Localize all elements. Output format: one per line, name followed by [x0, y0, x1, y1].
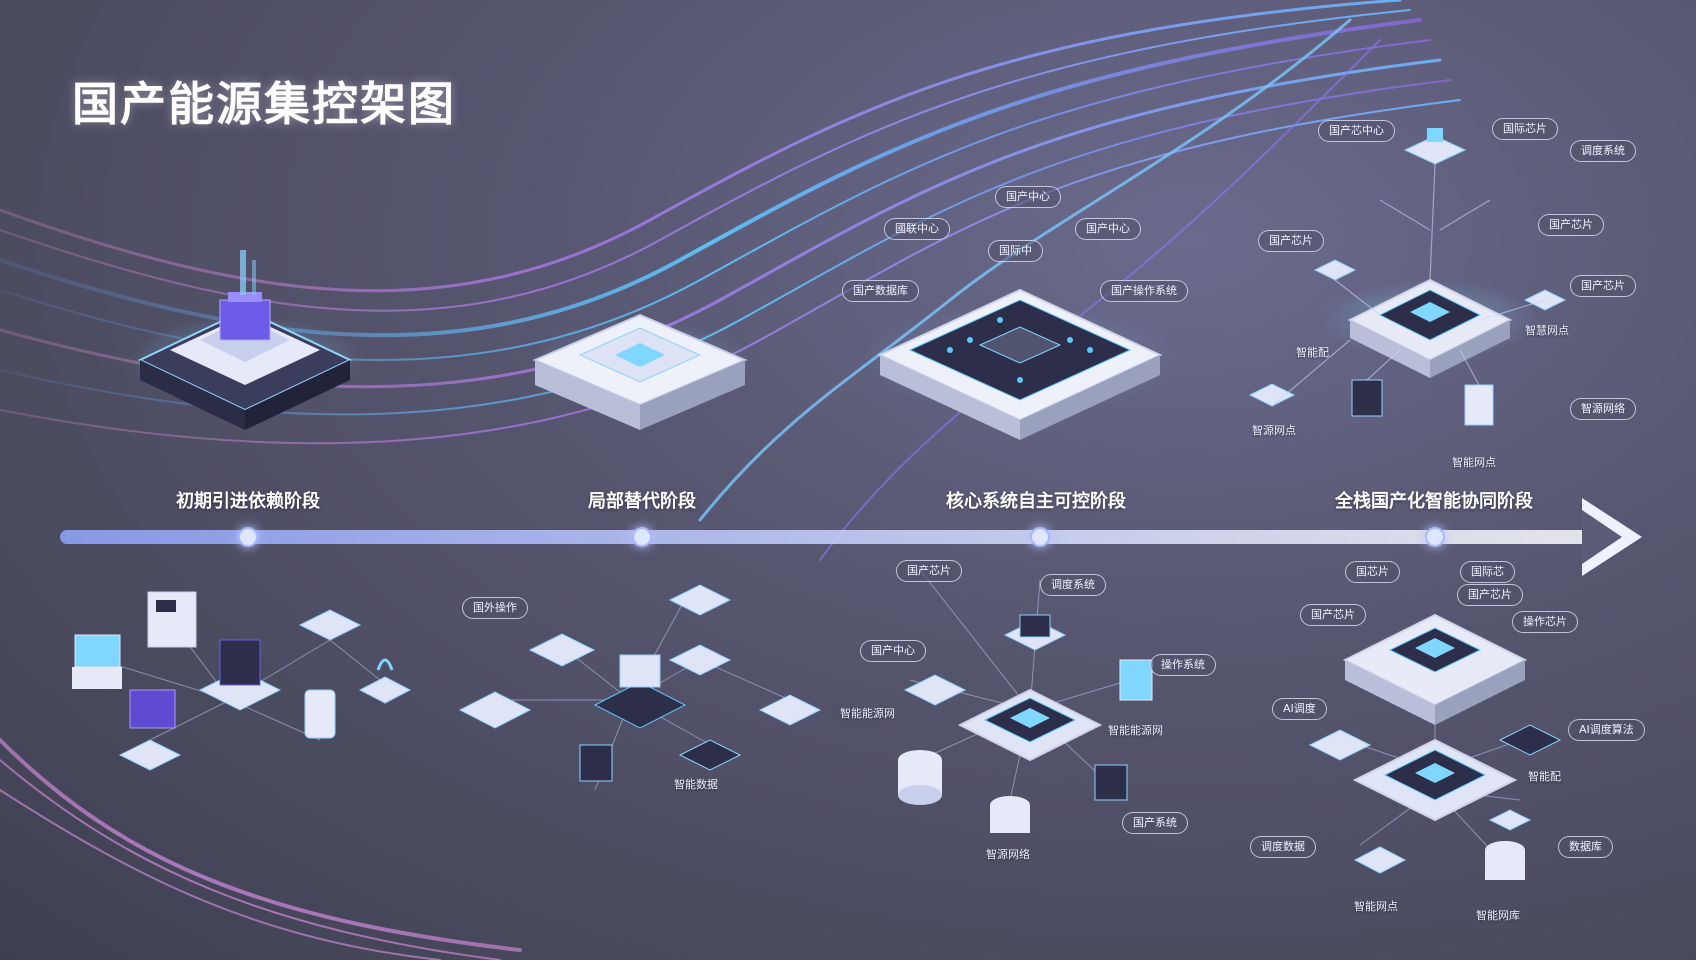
s4-bottom-pill-5: 操作芯片: [1512, 611, 1578, 633]
page-title: 国产能源集控架图: [72, 77, 456, 131]
s3-bottom-pill-5: 国产系统: [1122, 812, 1188, 834]
timeline-arrow-inner: [1582, 510, 1622, 564]
s4-bottom-pill-9: 数据库: [1558, 836, 1613, 858]
s3-bottom-pill-3: 调度系统: [1040, 574, 1106, 596]
s3-top-pill-5: 国产数据库: [842, 280, 919, 302]
s4-bottom-pill-2: 国际芯: [1460, 561, 1515, 583]
timeline-node-4: [1425, 527, 1445, 547]
s4-top-caption-4: 智能网点: [1452, 456, 1496, 469]
stage2-bottom-cluster: [458, 584, 822, 791]
stage3-bottom-cluster: [898, 569, 1153, 833]
s4-bottom-pill-7: AI调度算法: [1568, 719, 1645, 741]
stage-label-1: 初期引进依赖阶段: [176, 491, 320, 512]
s4-top-pill-7: 智源网络: [1570, 398, 1636, 420]
s3-bottom-pill-2: 国产中心: [860, 640, 926, 662]
s4-bottom-pill-8: 调度数据: [1250, 836, 1316, 858]
s2-bottom-caption-1: 智能数据: [674, 778, 718, 791]
s4-top-pill-5: 国产芯片: [1538, 214, 1604, 236]
s4-top-caption-3: 智源网点: [1252, 424, 1296, 437]
s4-top-pill-6: 国产芯片: [1570, 275, 1636, 297]
stage3-top-device: [860, 288, 1180, 440]
s3-bottom-caption-3: 智源网络: [986, 848, 1030, 861]
timeline-node-1: [238, 527, 258, 547]
s3-top-pill-2: 國联中心: [884, 218, 950, 240]
s3-bottom-caption-2: 智能能源网: [1108, 724, 1163, 737]
stage2-top-device: [530, 313, 750, 430]
s2-bottom-pill-1: 国外操作: [462, 597, 528, 619]
s3-bottom-pill-1: 国产芯片: [896, 560, 962, 582]
stage-label-4: 全栈国产化智能协同阶段: [1335, 491, 1533, 512]
s4-bottom-pill-3: 国产芯片: [1457, 584, 1523, 606]
s4-top-caption-2: 智慧网点: [1525, 324, 1569, 337]
stage4-bottom-cluster: [1308, 613, 1562, 880]
timeline-node-3: [1030, 527, 1050, 547]
s4-bottom-pill-6: AI调度: [1272, 698, 1327, 720]
s4-top-caption-1: 智能配: [1296, 346, 1329, 359]
s3-top-pill-1: 国产中心: [995, 186, 1061, 208]
s3-top-pill-3: 国产中心: [1075, 218, 1141, 240]
stage1-top-device: [125, 250, 365, 430]
s4-bottom-pill-4: 国产芯片: [1300, 604, 1366, 626]
s4-bottom-caption-2: 智能网点: [1354, 900, 1398, 913]
stage1-bottom-cluster: [72, 591, 412, 771]
s4-top-pill-4: 国产芯片: [1258, 230, 1324, 252]
timeline-bar: [60, 530, 1635, 544]
stage-label-2: 局部替代阶段: [588, 491, 696, 512]
stage-label-3: 核心系统自主可控阶段: [946, 491, 1126, 512]
s3-bottom-pill-4: 操作系统: [1150, 654, 1216, 676]
s4-top-pill-1: 国产芯中心: [1318, 120, 1395, 142]
s3-top-pill-4: 国际中: [988, 240, 1043, 262]
s4-bottom-caption-1: 智能配: [1528, 770, 1561, 783]
s4-bottom-caption-3: 智能网库: [1476, 909, 1520, 922]
stage4-top-device: [1248, 128, 1567, 426]
timeline-node-2: [632, 527, 652, 547]
s3-top-pill-6: 国产操作系统: [1100, 280, 1188, 302]
s3-bottom-caption-1: 智能能源网: [840, 707, 895, 720]
s4-top-pill-2: 国际芯片: [1492, 118, 1558, 140]
s4-bottom-pill-1: 国芯片: [1345, 561, 1400, 583]
s4-top-pill-3: 调度系统: [1570, 140, 1636, 162]
